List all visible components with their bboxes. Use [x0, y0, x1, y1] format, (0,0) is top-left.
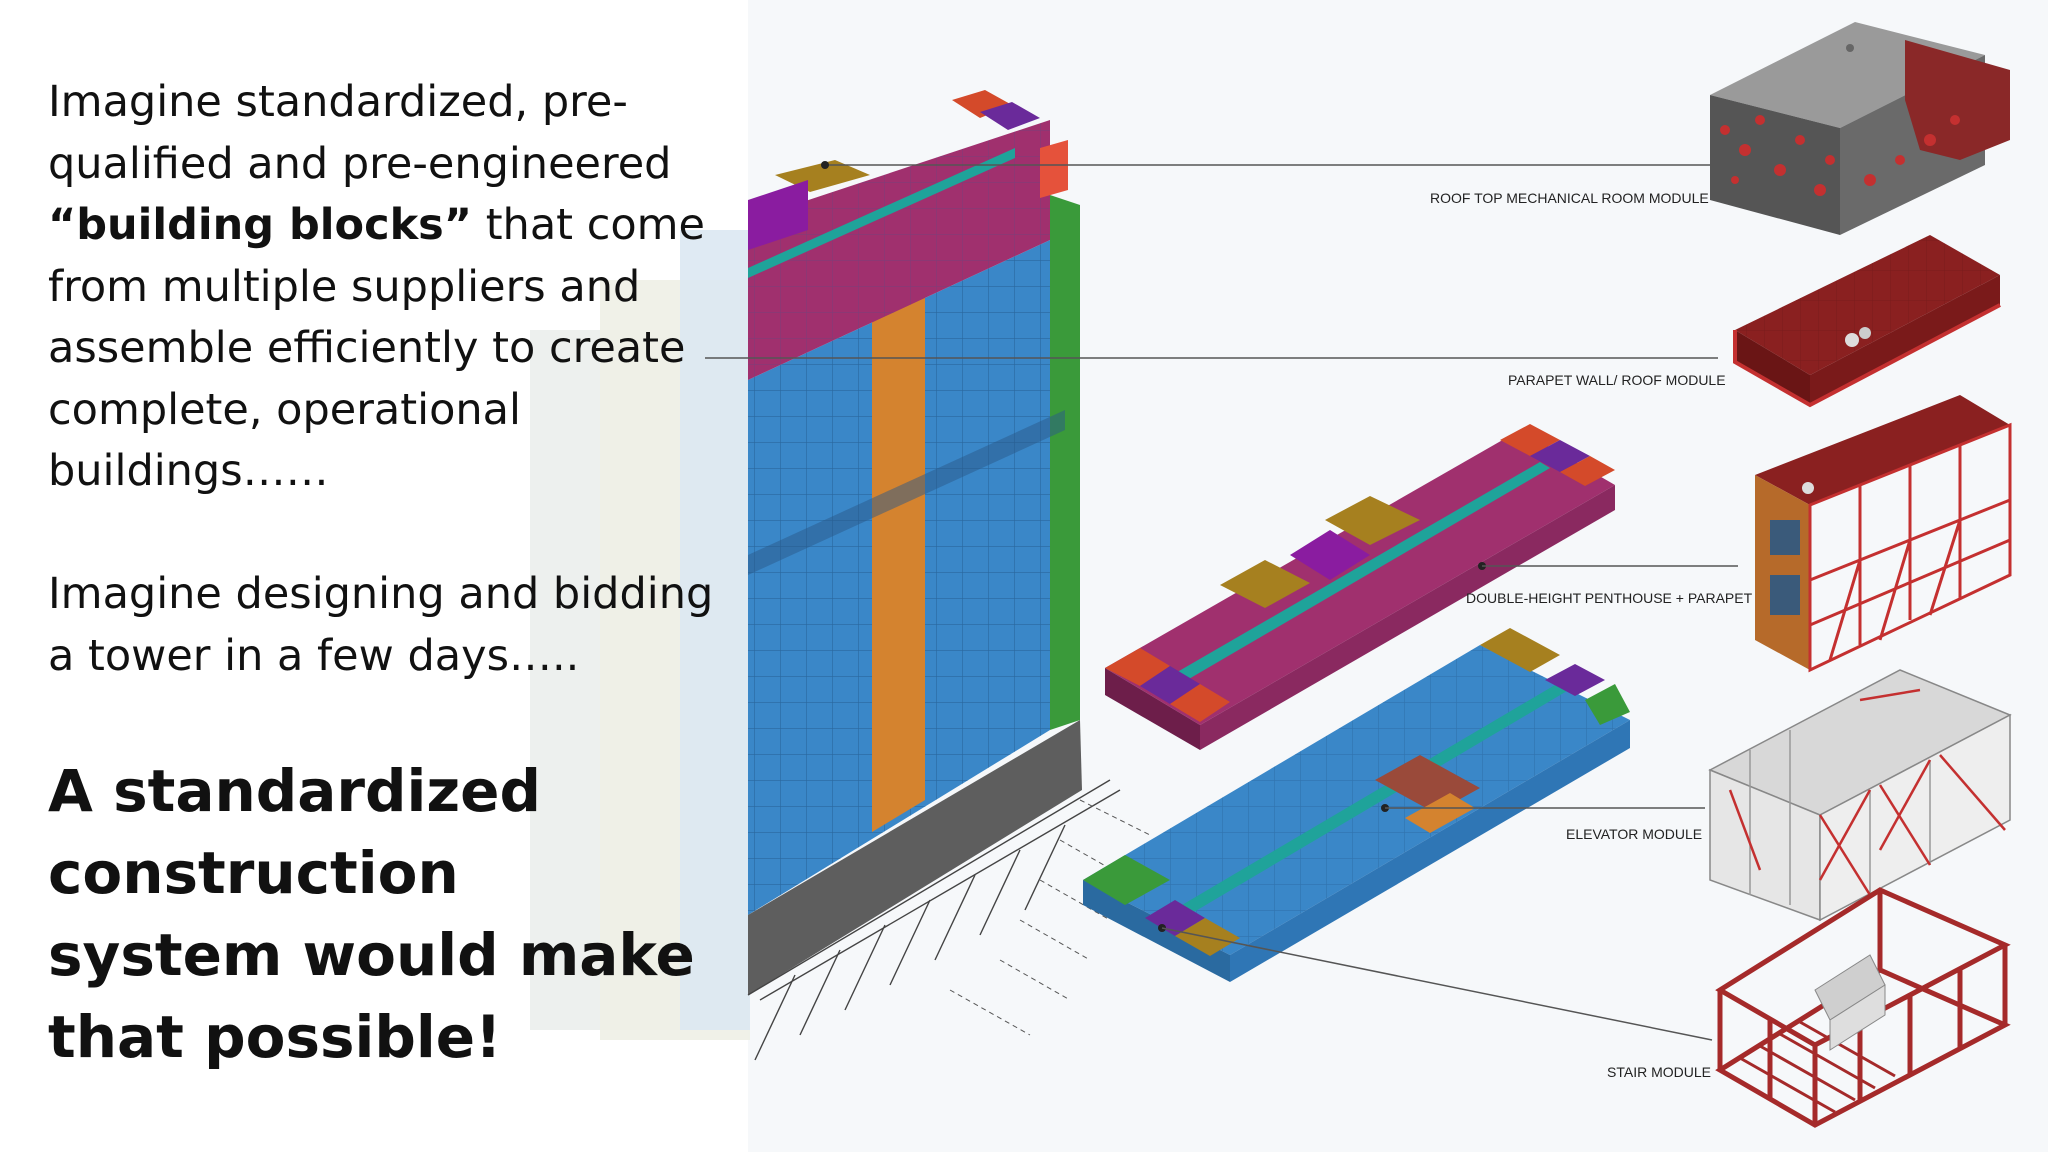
second-paragraph: Imagine designing and bidding a tower in…	[48, 569, 714, 681]
label-stair: STAIR MODULE	[1607, 1064, 1711, 1080]
module-roof-mechanical	[1710, 22, 2010, 235]
exploded-penthouse-slab	[1105, 424, 1615, 750]
intro-text-1: Imagine standardized, pre-qualified and …	[48, 77, 672, 189]
modular-tower	[530, 90, 1151, 1061]
leader-lines	[705, 164, 1738, 1041]
label-penthouse: DOUBLE-HEIGHT PENTHOUSE + PARAPET	[1466, 590, 1753, 606]
label-elevator: ELEVATOR MODULE	[1566, 826, 1703, 842]
module-parapet-roof	[1733, 235, 2001, 408]
module-elevator	[1708, 669, 2012, 922]
module-stair	[1715, 887, 2011, 1128]
intro-text-2: that come from multiple suppliers and as…	[48, 200, 705, 496]
module-penthouse	[1755, 395, 2012, 673]
label-roof-mechanical: ROOF TOP MECHANICAL ROOM MODULE	[1430, 190, 1709, 206]
label-parapet-roof: PARAPET WALL/ ROOF MODULE	[1508, 372, 1726, 388]
intro-paragraph: Imagine standardized, pre-qualified and …	[48, 72, 708, 503]
headline: A standardized construction system would…	[48, 757, 695, 1071]
exploded-floor-slab	[1083, 628, 1630, 982]
intro-bold-text: “building blocks”	[48, 200, 473, 250]
